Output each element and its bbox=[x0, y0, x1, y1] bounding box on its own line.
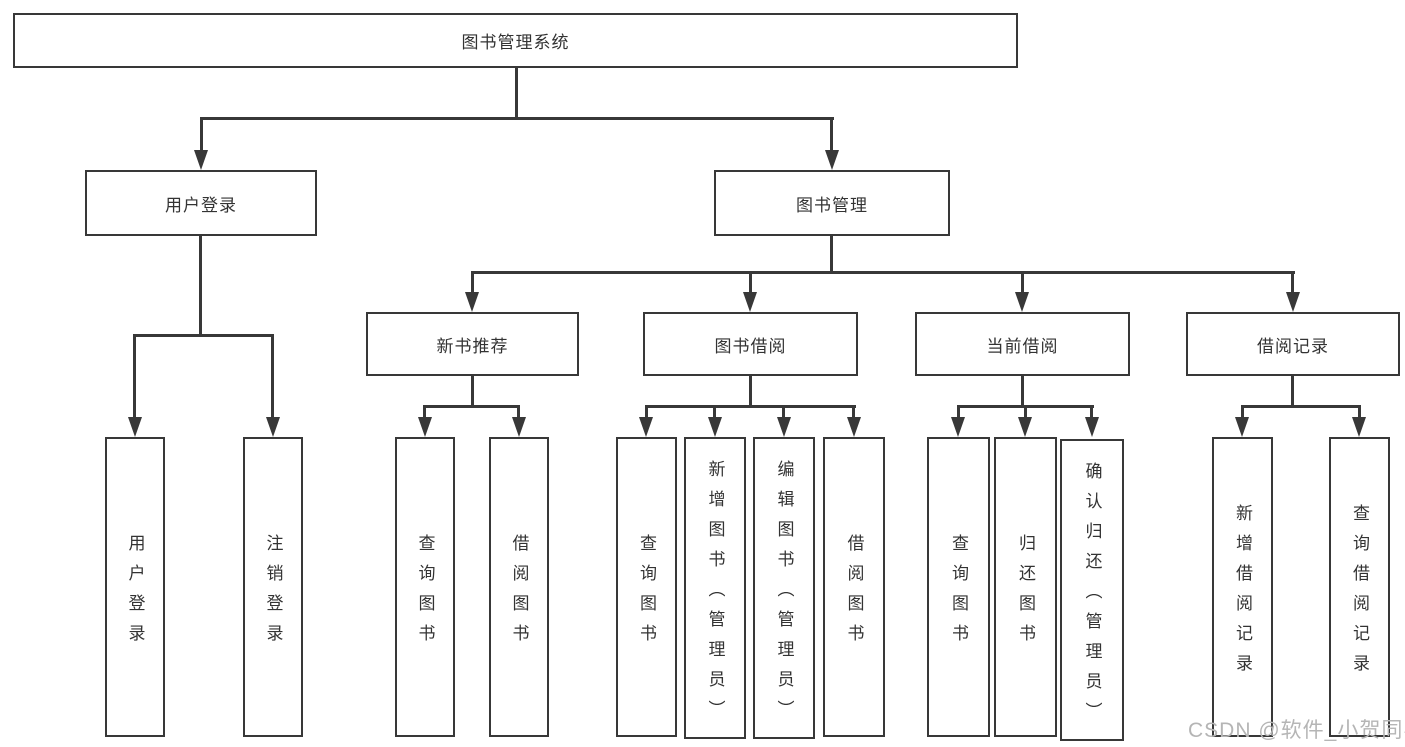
leaf-borrow-query-books: 查询图书 bbox=[616, 437, 677, 737]
leaf-borrow-edit-books-admin: 编辑图书（管理员） bbox=[753, 437, 815, 739]
connector-line bbox=[423, 405, 426, 418]
connector-line bbox=[1024, 405, 1027, 418]
arrow-down-icon bbox=[128, 417, 142, 437]
arrow-down-icon bbox=[777, 417, 791, 437]
arrow-down-icon bbox=[1018, 417, 1032, 437]
leaf-label: 查询借阅记录 bbox=[1350, 503, 1369, 684]
leaf-recommend-borrow-books: 借阅图书 bbox=[489, 437, 549, 737]
leaf-recommend-query-books: 查询图书 bbox=[395, 437, 455, 737]
leaf-label: 借阅图书 bbox=[509, 533, 529, 654]
connector-line bbox=[1021, 271, 1024, 293]
connector-line bbox=[200, 117, 834, 120]
leaf-label: 用户登录 bbox=[125, 533, 145, 654]
arrow-down-icon bbox=[825, 150, 839, 170]
arrow-down-icon bbox=[1015, 292, 1029, 312]
connector-line bbox=[471, 376, 474, 407]
arrow-down-icon bbox=[951, 417, 965, 437]
connector-line bbox=[1021, 376, 1024, 407]
connector-line bbox=[271, 334, 274, 418]
arrow-down-icon bbox=[639, 417, 653, 437]
leaf-label: 编辑图书（管理员） bbox=[774, 459, 794, 730]
node-book-borrow: 图书借阅 bbox=[643, 312, 858, 376]
leaf-borrow-borrow-books: 借阅图书 bbox=[823, 437, 885, 737]
leaf-current-query-books: 查询图书 bbox=[927, 437, 990, 737]
connector-line bbox=[471, 271, 474, 293]
connector-line bbox=[830, 117, 833, 153]
node-borrow-records: 借阅记录 bbox=[1186, 312, 1400, 376]
leaf-logout: 注销登录 bbox=[243, 437, 303, 737]
connector-line bbox=[200, 117, 203, 153]
connector-line bbox=[749, 376, 752, 407]
connector-line bbox=[133, 334, 274, 337]
connector-line bbox=[830, 236, 833, 273]
arrow-down-icon bbox=[418, 417, 432, 437]
arrow-down-icon bbox=[1286, 292, 1300, 312]
arrow-down-icon bbox=[465, 292, 479, 312]
arrow-down-icon bbox=[1085, 417, 1099, 437]
leaf-label: 查询图书 bbox=[949, 533, 968, 654]
connector-line bbox=[1241, 405, 1244, 418]
leaf-current-return-books: 归还图书 bbox=[994, 437, 1057, 737]
arrow-down-icon bbox=[708, 417, 722, 437]
connector-line bbox=[133, 334, 136, 418]
connector-line bbox=[645, 405, 648, 418]
arrow-down-icon bbox=[1235, 417, 1249, 437]
leaf-label: 新增借阅记录 bbox=[1233, 503, 1252, 684]
arrow-down-icon bbox=[266, 417, 280, 437]
leaf-label: 确认归还（管理员） bbox=[1082, 461, 1102, 732]
node-user-login: 用户登录 bbox=[85, 170, 317, 236]
csdn-watermark: CSDN @软件_小贺同学 bbox=[1188, 719, 1405, 742]
leaf-label: 新增图书（管理员） bbox=[705, 459, 725, 730]
connector-line bbox=[423, 405, 520, 408]
arrow-down-icon bbox=[194, 150, 208, 170]
arrow-down-icon bbox=[1352, 417, 1366, 437]
connector-line bbox=[852, 405, 855, 418]
arrow-down-icon bbox=[847, 417, 861, 437]
connector-line bbox=[1291, 271, 1294, 293]
connector-line bbox=[515, 68, 518, 118]
leaf-label: 归还图书 bbox=[1016, 533, 1035, 654]
leaf-label: 借阅图书 bbox=[844, 533, 864, 654]
leaf-label: 查询图书 bbox=[415, 533, 435, 654]
leaf-label: 查询图书 bbox=[637, 533, 656, 654]
connector-line bbox=[1090, 405, 1093, 418]
node-root: 图书管理系统 bbox=[13, 13, 1018, 68]
connector-line bbox=[749, 271, 752, 293]
leaf-user-login: 用户登录 bbox=[105, 437, 165, 737]
leaf-label: 注销登录 bbox=[263, 533, 283, 654]
connector-line bbox=[1358, 405, 1361, 418]
leaf-current-confirm-return-admin: 确认归还（管理员） bbox=[1060, 439, 1124, 741]
leaf-records-add-borrow-record: 新增借阅记录 bbox=[1212, 437, 1273, 737]
connector-line bbox=[645, 405, 856, 408]
connector-line bbox=[782, 405, 785, 418]
connector-line bbox=[713, 405, 716, 418]
connector-line bbox=[471, 271, 1295, 274]
leaf-borrow-add-books-admin: 新增图书（管理员） bbox=[684, 437, 746, 739]
connector-line bbox=[517, 405, 520, 418]
connector-line bbox=[957, 405, 960, 418]
node-book-management: 图书管理 bbox=[714, 170, 950, 236]
connector-line bbox=[199, 236, 202, 336]
node-new-book-recommend: 新书推荐 bbox=[366, 312, 579, 376]
node-current-borrow: 当前借阅 bbox=[915, 312, 1130, 376]
connector-line bbox=[1291, 376, 1294, 407]
arrow-down-icon bbox=[743, 292, 757, 312]
connector-line bbox=[1241, 405, 1361, 408]
arrow-down-icon bbox=[512, 417, 526, 437]
leaf-records-query-borrow-record: 查询借阅记录 bbox=[1329, 437, 1390, 737]
